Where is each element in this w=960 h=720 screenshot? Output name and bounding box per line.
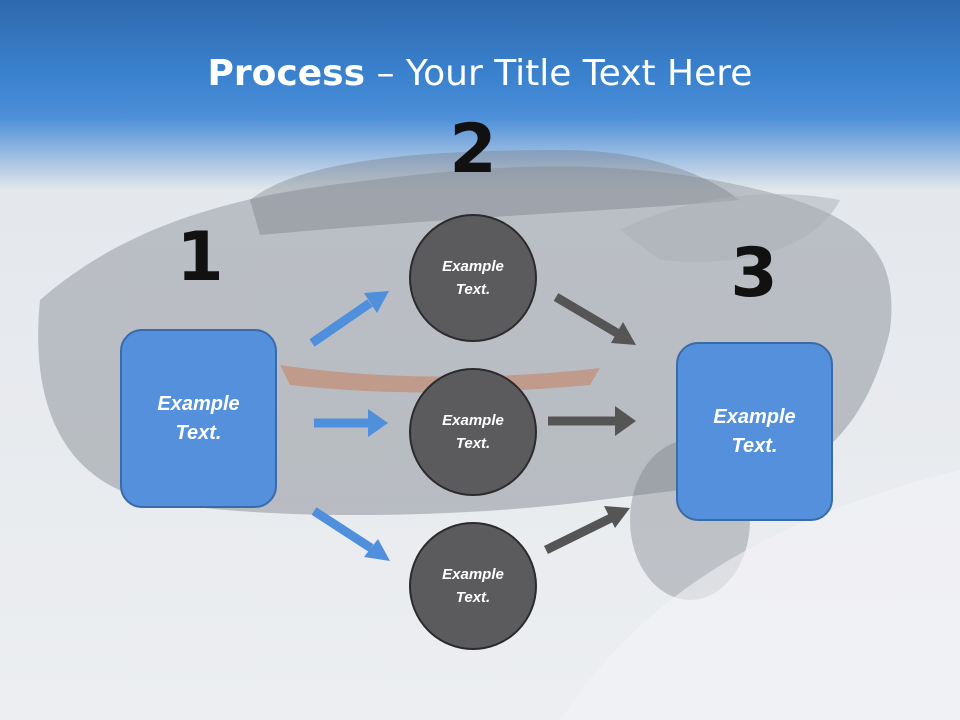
title-rest: – Your Title Text Here	[365, 53, 753, 94]
arrow-step1-to-bottom-circle	[311, 507, 390, 561]
step-3-text: Example Text.	[713, 405, 796, 457]
circle-bottom-text: Example Text.	[442, 566, 504, 606]
circle-top-text: Example Text.	[442, 258, 504, 298]
step-number-2: 2	[449, 110, 497, 189]
step-2-circle-top: Example Text.	[409, 214, 537, 342]
circle-middle-text: Example Text.	[442, 412, 504, 452]
arrow-bottom-circle-to-step3	[544, 506, 630, 555]
step-1-box: Example Text.	[120, 329, 277, 508]
arrow-step1-to-middle-circle	[314, 409, 388, 437]
header-band	[0, 0, 960, 190]
arrow-step1-to-top-circle	[309, 291, 389, 347]
arrow-top-circle-to-step3	[553, 293, 636, 345]
step-1-text: Example Text.	[157, 392, 240, 444]
step-3-box: Example Text.	[676, 342, 833, 521]
step-2-circle-bottom: Example Text.	[409, 522, 537, 650]
step-number-3: 3	[730, 234, 778, 313]
arrow-middle-circle-to-step3	[548, 406, 636, 436]
title-bold: Process	[207, 53, 366, 94]
slide-title: Process – Your Title Text Here	[0, 50, 960, 98]
step-2-circle-middle: Example Text.	[409, 368, 537, 496]
step-number-1: 1	[176, 218, 224, 297]
